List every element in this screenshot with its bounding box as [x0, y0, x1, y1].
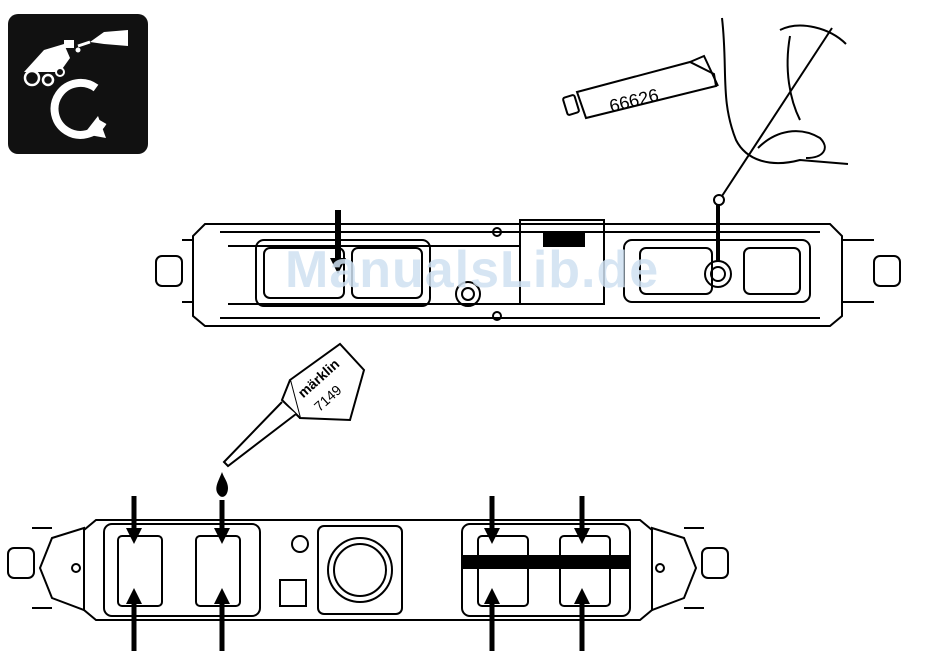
hand-with-applicator — [714, 18, 848, 205]
oil-bottle: märklin 7149 — [224, 344, 364, 466]
maintenance-badge — [8, 14, 148, 154]
locomotive-top-view — [156, 220, 900, 326]
grease-tube: 66626 — [563, 56, 718, 118]
locomotive-chassis-bottom-view — [8, 520, 728, 620]
oil-drop — [216, 472, 228, 497]
